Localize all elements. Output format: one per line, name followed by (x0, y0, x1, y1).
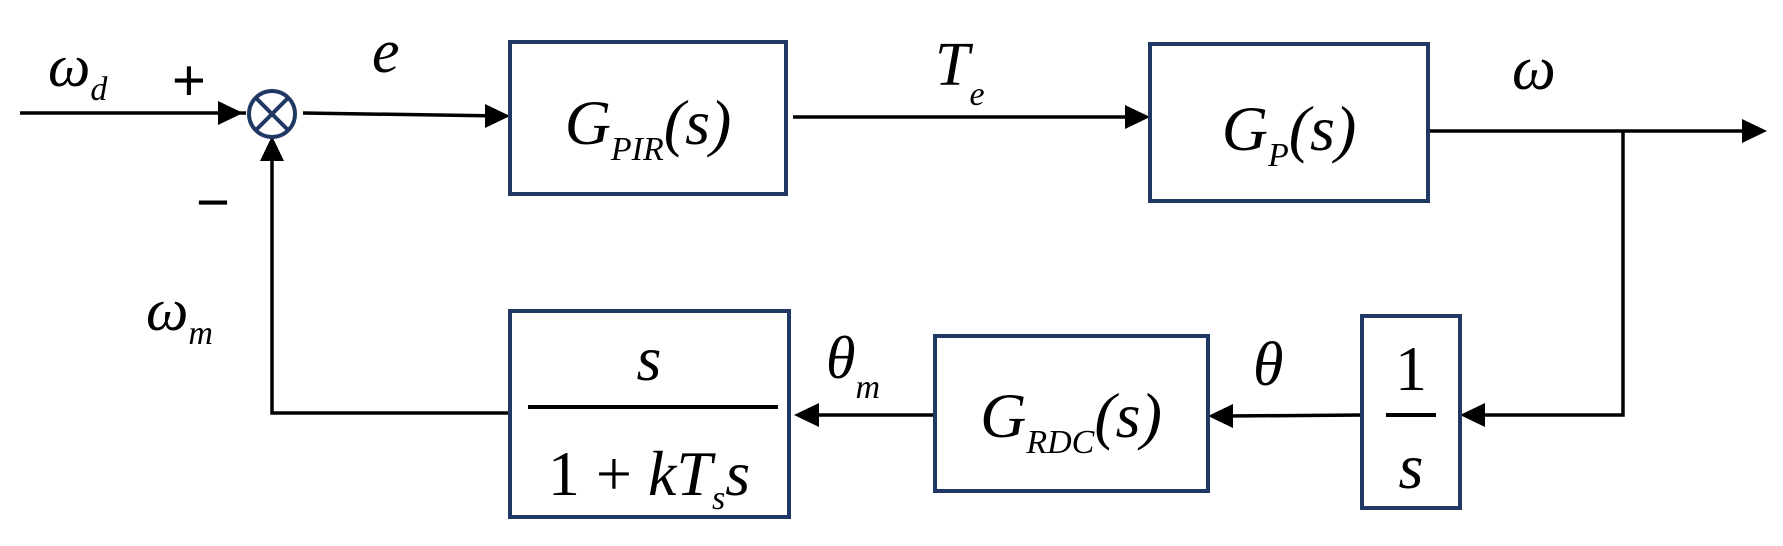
arrowhead-feedback-into-junction (260, 136, 284, 161)
integrator-block-border (1360, 314, 1462, 510)
output-signal-label: ω (1512, 35, 1556, 103)
controller-block: GPIR(s) (508, 40, 788, 196)
plant-block-border (1148, 42, 1430, 203)
rdc-block-border (933, 334, 1210, 493)
arrowhead-into-rdc (1208, 404, 1233, 428)
speed-measured-wire (270, 157, 510, 415)
differentiator-block: s 1 + kTss (508, 309, 791, 519)
plus-sign: + (172, 48, 206, 113)
signal-labels: ωd + − e Te ω θ θm ωm (48, 18, 1556, 406)
integrator-block: 1 s (1360, 314, 1462, 510)
torque-signal-label: Te (935, 31, 985, 113)
differentiator-block-border (508, 309, 791, 519)
input-signal-label: ωd (48, 33, 108, 108)
controller-block-border (508, 40, 788, 196)
arrowhead-output (1742, 119, 1767, 143)
error-wire (302, 111, 503, 118)
integrator-denominator: s (1399, 431, 1424, 502)
signal-wires (20, 111, 1742, 418)
arrowheads (218, 101, 1767, 428)
summing-junction (247, 89, 297, 139)
rdc-transfer-function: GRDC(s) (980, 380, 1162, 461)
minus-sign: − (196, 170, 230, 235)
rdc-block: GRDC(s) (933, 334, 1210, 493)
arrowhead-into-differentiator (794, 403, 819, 427)
arrowhead-into-integrator (1460, 403, 1485, 427)
angle-measured-signal-label: θm (826, 325, 880, 406)
arrowhead-into-controller (485, 104, 510, 128)
plant-block: GP(s) (1148, 42, 1430, 203)
controller-transfer-function: GPIR(s) (565, 87, 732, 168)
feedback-tap-wire (1476, 131, 1625, 417)
differentiator-denominator: 1 + kTss (548, 438, 750, 517)
speed-measured-signal-label: ωm (146, 277, 213, 352)
error-signal-label: e (372, 18, 400, 86)
integrator-numerator: 1 (1395, 333, 1427, 404)
plant-transfer-function: GP(s) (1222, 93, 1357, 174)
circle-times-cross-b (254, 96, 290, 132)
differentiator-numerator: s (637, 323, 662, 394)
angle-signal-label: θ (1253, 331, 1283, 399)
arrowhead-into-junction (218, 101, 243, 125)
arrowhead-into-plant (1125, 105, 1150, 129)
angle-wire (1226, 413, 1366, 418)
